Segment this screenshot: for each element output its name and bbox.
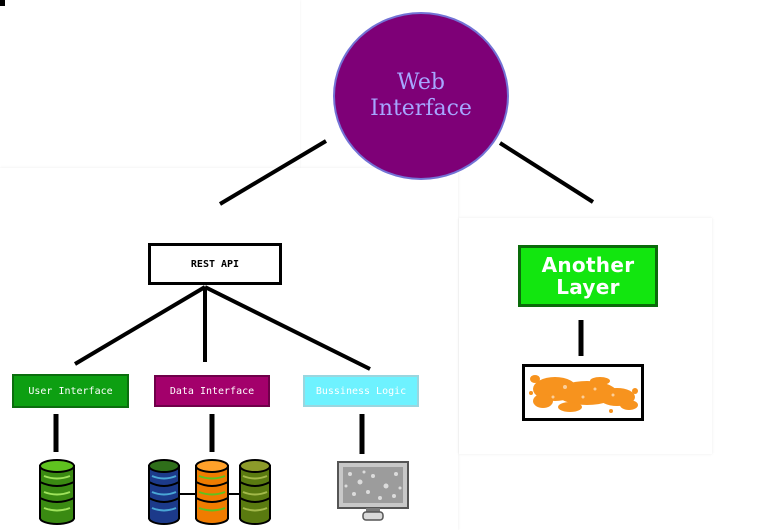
- edge-rest-to-ui: [73, 285, 207, 366]
- monitor-icon: [337, 461, 409, 521]
- data-interface-label: Data Interface: [169, 385, 255, 397]
- edge-web-to-another: [498, 141, 595, 204]
- database-icon: [148, 459, 180, 525]
- data-interface-node: Data Interface: [154, 375, 270, 407]
- database-icon: [195, 459, 229, 525]
- database-icon: [239, 459, 271, 525]
- database-icon: [39, 459, 75, 525]
- background-panel-top: [0, 0, 300, 168]
- web-interface-node: Web Interface: [333, 12, 509, 180]
- user-interface-node: User Interface: [12, 374, 129, 408]
- another-layer-image-frame: [522, 364, 644, 421]
- corner-mark: [0, 0, 5, 6]
- business-logic-node: Bussiness Logic: [303, 375, 419, 407]
- edge-web-to-rest: [218, 139, 328, 206]
- scatter-texture-image: [529, 375, 638, 413]
- another-layer-node: Another Layer: [518, 245, 658, 307]
- user-interface-label: User Interface: [28, 385, 113, 397]
- rest-api-label: REST API: [190, 258, 240, 270]
- edge-rest-to-bl: [204, 285, 371, 371]
- rest-api-node: REST API: [148, 243, 282, 285]
- another-layer-label: Another Layer: [541, 253, 635, 299]
- business-logic-label: Bussiness Logic: [315, 385, 407, 397]
- web-interface-label: Web Interface: [370, 70, 472, 121]
